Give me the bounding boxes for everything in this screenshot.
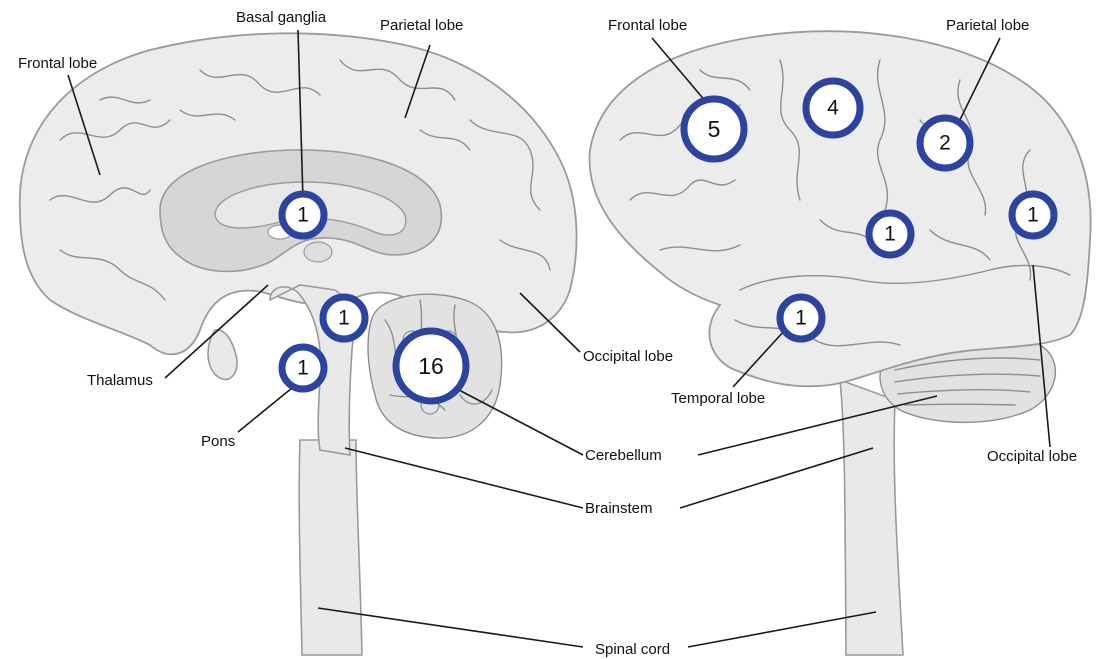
marker-pons: 1 <box>282 347 324 389</box>
marker-insula-region-count: 1 <box>884 223 896 246</box>
marker-frontal-lobe-a-count: 5 <box>708 116 721 142</box>
marker-occipital-lobe-count: 1 <box>1027 204 1039 227</box>
marker-insula-region: 1 <box>869 213 911 255</box>
marker-pons-count: 1 <box>297 357 309 380</box>
label-left-parietal-lobe: Parietal lobe <box>380 17 463 34</box>
marker-occipital-lobe: 1 <box>1012 194 1054 236</box>
right-spinal-cord-shape <box>840 380 903 655</box>
label-left-frontal-lobe: Frontal lobe <box>18 55 97 72</box>
marker-midbrain-count: 1 <box>338 307 350 330</box>
label-spinal-cord: Spinal cord <box>595 641 670 658</box>
left-spinal-cord-shape <box>299 440 362 655</box>
label-temporal-lobe: Temporal lobe <box>671 390 765 407</box>
marker-temporal-lobe-count: 1 <box>795 307 807 330</box>
label-basal-ganglia: Basal ganglia <box>236 9 327 26</box>
marker-frontal-lobe-b: 4 <box>806 81 860 135</box>
label-thalamus: Thalamus <box>87 372 153 389</box>
label-left-occipital-lobe: Occipital lobe <box>583 348 673 365</box>
marker-parietal-lobe-count: 2 <box>939 132 951 155</box>
marker-frontal-lobe-b-count: 4 <box>827 97 839 120</box>
label-right-frontal-lobe: Frontal lobe <box>608 17 687 34</box>
label-brainstem: Brainstem <box>585 500 653 517</box>
marker-parietal-lobe: 2 <box>920 118 970 168</box>
leader-brainstem-left <box>345 448 583 508</box>
marker-midbrain: 1 <box>323 297 365 339</box>
label-pons: Pons <box>201 433 235 450</box>
label-right-parietal-lobe: Parietal lobe <box>946 17 1029 34</box>
label-cerebellum: Cerebellum <box>585 447 662 464</box>
marker-temporal-lobe: 1 <box>780 297 822 339</box>
left-hypophysis-shape <box>208 330 237 380</box>
marker-frontal-lobe-a: 5 <box>684 99 744 159</box>
marker-basal-ganglia-count: 1 <box>297 204 309 227</box>
leader-left-pons <box>238 388 292 432</box>
marker-cerebellum-count: 16 <box>418 353 444 379</box>
marker-basal-ganglia: 1 <box>282 194 324 236</box>
label-right-occipital-lobe: Occipital lobe <box>987 448 1077 465</box>
marker-cerebellum: 16 <box>396 331 466 401</box>
